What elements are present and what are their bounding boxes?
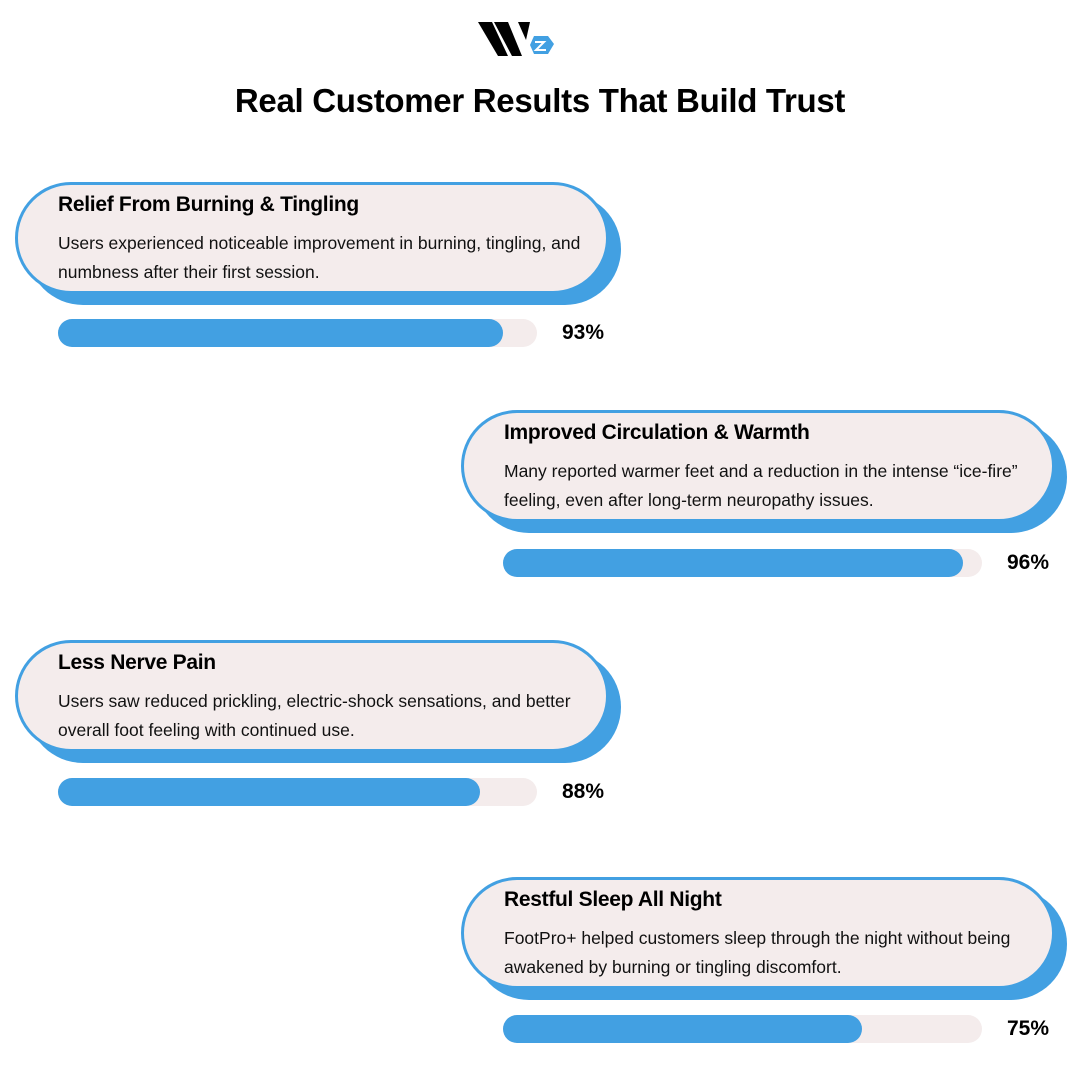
card-body: Less Nerve Pain Users saw reduced prickl… — [15, 640, 609, 752]
progress-fill — [58, 319, 504, 347]
card-body: Improved Circulation & Warmth Many repor… — [461, 410, 1055, 522]
result-description: Users experienced noticeable improvement… — [58, 233, 581, 282]
result-card: Improved Circulation & Warmth Many repor… — [461, 410, 1067, 533]
percent-label: 75% — [1007, 1017, 1050, 1040]
progress-bar — [58, 319, 537, 347]
progress-bar — [503, 1015, 982, 1043]
card-body: Relief From Burning & Tingling Users exp… — [15, 182, 609, 294]
result-description: FootPro+ helped customers sleep through … — [504, 928, 1011, 977]
result-title: Restful Sleep All Night — [504, 888, 722, 911]
page-title: Real Customer Results That Build Trust — [234, 82, 846, 119]
progress-fill — [503, 1015, 863, 1043]
progress-fill — [503, 549, 963, 577]
result-card: Relief From Burning & Tingling Users exp… — [15, 182, 621, 305]
card-body: Restful Sleep All Night FootPro+ helped … — [461, 877, 1055, 989]
result-description: Users saw reduced prickling, electric-sh… — [58, 691, 571, 740]
result-description: Many reported warmer feet and a reductio… — [504, 461, 1018, 510]
progress-bar — [58, 778, 537, 806]
percent-label: 93% — [562, 321, 605, 344]
result-card: Less Nerve Pain Users saw reduced prickl… — [15, 640, 621, 763]
progress-bar — [503, 549, 982, 577]
result-title: Relief From Burning & Tingling — [58, 193, 359, 216]
percent-label: 88% — [562, 780, 605, 803]
result-title: Less Nerve Pain — [58, 651, 216, 674]
result-card: Restful Sleep All Night FootPro+ helped … — [461, 877, 1067, 1000]
brand-logo — [478, 22, 554, 56]
progress-fill — [58, 778, 480, 806]
percent-label: 96% — [1007, 551, 1050, 574]
result-title: Improved Circulation & Warmth — [504, 421, 810, 444]
